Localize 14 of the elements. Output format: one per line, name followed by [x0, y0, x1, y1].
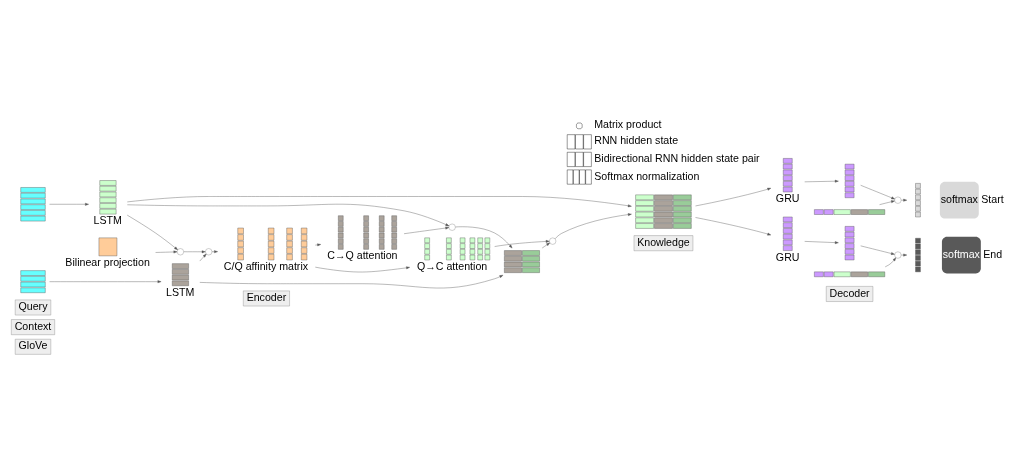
- legend-label: Matrix product: [594, 118, 662, 131]
- node-label: LSTM: [93, 214, 122, 227]
- node-label: End: [983, 247, 1003, 260]
- legend-label: Bidirectional RNN hidden state pair: [594, 152, 760, 165]
- node-label: Start: [981, 192, 1004, 205]
- node-label: GRU: [775, 192, 800, 205]
- node-label: C→Q attention: [327, 249, 398, 262]
- node-label: GRU: [775, 250, 800, 263]
- legend-label: Softmax normalization: [594, 169, 700, 182]
- node-label: Q→C attention: [416, 260, 488, 273]
- node-label: Bilinear projection: [65, 256, 150, 269]
- legend-label: RNN hidden state: [594, 134, 679, 147]
- node-label: LSTM: [166, 285, 195, 298]
- node-label: C/Q affinity matrix: [223, 260, 309, 273]
